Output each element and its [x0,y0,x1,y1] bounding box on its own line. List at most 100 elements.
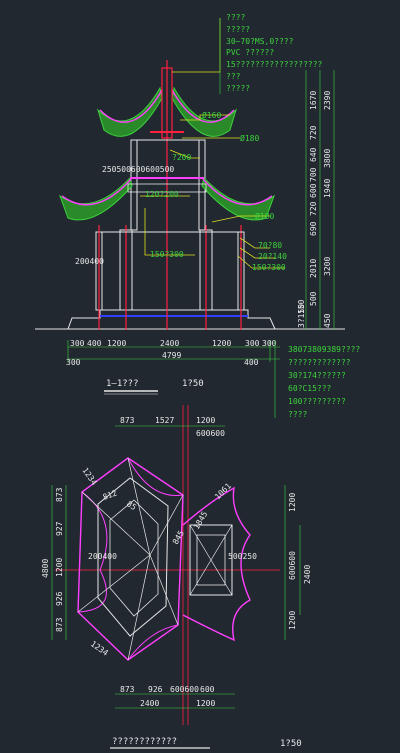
plan-title: ???????????? [112,737,177,747]
hexagon-roof [77,457,184,661]
section-labels: Ø160 Ø180 ?200 120?200 Ø180 150?300 70?8… [75,110,287,272]
note-item: ??? [226,72,241,81]
dim-h: 873 [120,416,135,425]
note-item: 38073809389???? [288,345,360,354]
note-item: 15?????????????????? [226,60,323,69]
dim-inner: 1234 [80,466,99,487]
dim-v: 720 [309,201,318,216]
dim-v: 873 [55,617,64,632]
label-b1: 120?200 [145,190,179,199]
dim-inner: 845 [171,529,186,546]
dim-v-total: 2400 [303,565,312,584]
section-scale: 1?50 [182,379,204,389]
label-r70: 70?80 [258,241,282,250]
dim-inner: 500250 [228,552,257,561]
dim-h: 873 [120,685,135,694]
note-item: ????? [226,25,250,34]
column-centerlines [98,60,242,330]
dim-h: 1200 [107,339,126,348]
plan-scale: 1?50 [280,739,302,749]
note-item: ????????????? [288,358,351,367]
dim-v: 927 [55,521,64,536]
dim-h: 4799 [162,351,181,360]
dim-v-total: 4800 [41,559,50,578]
dim-v: 600 [309,183,318,198]
section-right-dims: 1670 2390 720 3800 640 1940 700 600 720 … [297,70,335,330]
dim-v: 1940 [323,179,332,198]
dim-h: 600600 [170,685,199,694]
dim-v: 720 [309,125,318,140]
section-title: 1—1??? [106,379,139,389]
dim-v: 3200 [323,257,332,276]
plinth [67,309,276,330]
dim-v: 3800 [323,149,332,168]
note-item: 60?C15??? [288,384,332,393]
label-r150: 150?300 [252,263,286,272]
dim-v: 600600 [288,551,297,580]
notes-middle: 38073809389???? ????????????? 30?174????… [274,340,360,419]
label-b2: 150?300 [150,250,184,259]
dim-h: 300 [66,358,81,367]
note-item: 30?174?????? [288,371,346,380]
section-view: ???? ????? 30~70?MS,0???? PVC ?????? 15?… [35,13,360,419]
section-left-dims: 200400 [75,257,104,266]
dim-h: 1200 [196,699,215,708]
dim-v: 926 [55,591,64,606]
label-s180b: Ø180 [255,211,274,221]
dim-v: 1200 [288,493,297,512]
dim-h: 400 [244,358,259,367]
square-roof [182,486,251,642]
dim-v: 500 [309,291,318,306]
dim-inner: 200400 [88,552,117,561]
note-item: PVC ?????? [226,48,274,57]
dim-v: 873 [55,487,64,502]
dim-h: 600600 [196,429,225,438]
dim-inner: 85 [125,499,138,512]
notes-top: ???? ????? 30~70?MS,0???? PVC ?????? 15?… [219,13,323,94]
dim-v: 690 [309,221,318,236]
dim-h: 1200 [196,416,215,425]
section-bottom-dims: 300 400 1200 2400 1200 300 300 300 4799 … [66,339,280,367]
dim-inner: 1845 [192,510,210,531]
plan-bottom-dims: 873 926 600600 600 2400 1200 [115,685,235,709]
note-item: ????? [226,84,250,93]
plan-axes [55,405,280,725]
dim-h: 2400 [140,699,159,708]
plan-view: 873 1527 1200 600600 873 927 1200 926 87… [41,405,312,749]
upper-roof [96,67,238,141]
section-top-dims: 250500600600500 [102,165,174,174]
dim-v: 640 [309,147,318,162]
dim-h: 400 [87,339,102,348]
dim-v: 150 [297,299,306,314]
dim-v: 3?150 [297,304,306,328]
dim-h: 926 [148,685,163,694]
dim-h: 1527 [155,416,174,425]
dim-v: 1670 [309,91,318,110]
plan-top-dims: 873 1527 1200 600600 [115,416,225,438]
dim-inner: 812 [102,488,119,501]
dim-h: 1200 [212,339,231,348]
dim-v: 2010 [309,259,318,278]
plan-right-dims: 1200 600600 1200 2400 [284,485,312,640]
lower-roof [58,176,276,233]
label-s200: ?200 [172,153,191,162]
dim-v: 1200 [288,611,297,630]
label-s180a: Ø180 [240,133,259,143]
dim-v: 700 [309,167,318,182]
label-r20: 20?140 [258,252,287,261]
dim-h: 300 [245,339,260,348]
note-item: 100????????? [288,397,346,406]
dim-h: 300 [70,339,85,348]
dim-inner: 1061 [213,481,233,501]
plan-left-dims: 873 927 1200 926 873 4800 [41,485,67,640]
dim-h: 300 [262,339,277,348]
label-s160: Ø160 [202,110,221,120]
note-item: 30~70?MS,0???? [226,37,294,46]
dim-h: 600 [200,685,215,694]
note-item: ???? [226,13,245,22]
dim-v: 450 [323,313,332,328]
dim-v: 1200 [55,558,64,577]
dim-h: 2400 [160,339,179,348]
dim-inner: 1234 [89,639,110,658]
